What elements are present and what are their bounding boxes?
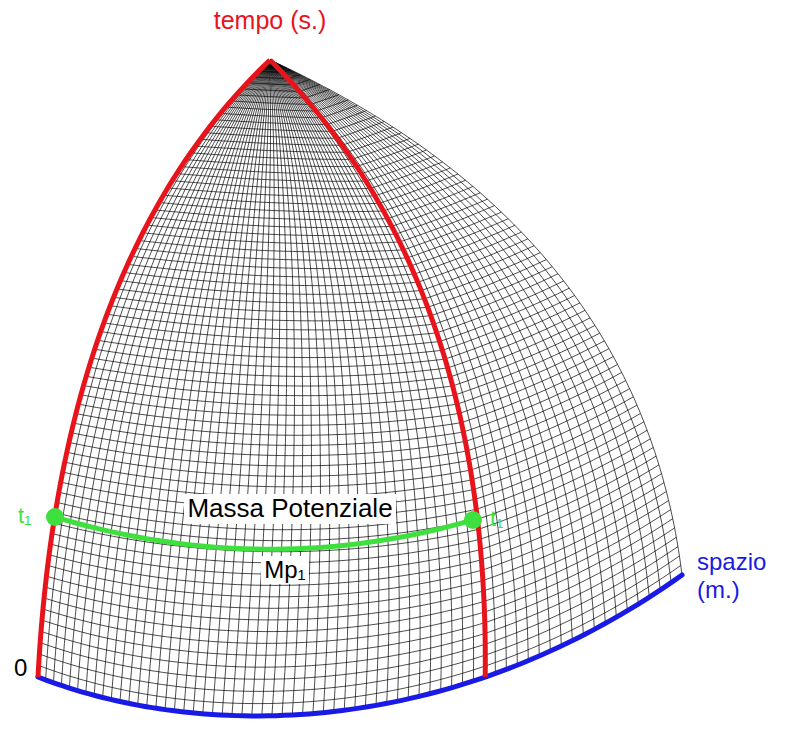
parallel-line bbox=[78, 349, 608, 426]
meridian-line bbox=[262, 60, 280, 716]
mesh-grid bbox=[38, 60, 682, 716]
parallel-line bbox=[39, 556, 679, 691]
parallel-line bbox=[231, 95, 339, 105]
space-axis bbox=[38, 575, 682, 716]
parallel-line bbox=[63, 405, 637, 497]
time-axis bbox=[38, 60, 270, 677]
time-label: t₁ bbox=[18, 503, 32, 528]
parallel-line bbox=[172, 162, 442, 189]
meridian-line bbox=[270, 60, 410, 699]
symbol-label: Mp₁ bbox=[261, 556, 308, 584]
parallel-line bbox=[226, 100, 349, 111]
parallel-line bbox=[163, 174, 457, 204]
parallel-line bbox=[55, 439, 650, 541]
parallel-line bbox=[41, 537, 676, 667]
meridian-line bbox=[270, 60, 399, 701]
parallel-line bbox=[110, 267, 552, 321]
meridian-line bbox=[270, 60, 349, 710]
parallel-line bbox=[44, 510, 671, 632]
parallel-line bbox=[159, 180, 465, 212]
parallel-line bbox=[107, 274, 558, 330]
meridian-line bbox=[203, 60, 270, 714]
time-axis bbox=[270, 60, 485, 677]
parallel-line bbox=[210, 116, 375, 131]
parallel-line bbox=[247, 79, 310, 85]
meridian-line bbox=[212, 60, 270, 714]
meridian-line bbox=[270, 60, 379, 705]
parallel-line bbox=[65, 397, 634, 487]
parallel-line bbox=[200, 127, 393, 145]
parallel-line bbox=[46, 491, 666, 608]
parallel-line bbox=[236, 90, 329, 98]
meridian-line bbox=[270, 60, 463, 684]
parallel-line bbox=[135, 219, 508, 261]
quantity-label: Massa Potenziale bbox=[184, 494, 395, 524]
parallel-line bbox=[215, 111, 366, 125]
parallel-line bbox=[128, 232, 522, 277]
parallel-line bbox=[186, 144, 418, 166]
parallel-line bbox=[114, 260, 547, 312]
axis-title: spazio (m.) bbox=[697, 548, 777, 603]
parallel-line bbox=[51, 465, 659, 574]
parallel-line bbox=[117, 253, 540, 303]
parallel-line bbox=[48, 483, 664, 597]
parallel-line bbox=[177, 156, 435, 181]
meridian-line bbox=[222, 60, 270, 715]
axis-title: tempo (s.) bbox=[214, 6, 327, 35]
parallel-line bbox=[151, 193, 480, 228]
parallel-line bbox=[81, 341, 604, 415]
parallel-line bbox=[40, 547, 678, 680]
parallel-line bbox=[242, 84, 320, 91]
parallel-line bbox=[131, 225, 515, 268]
parallel-line bbox=[253, 74, 300, 78]
parallel-line bbox=[98, 296, 575, 358]
meridian-line bbox=[270, 60, 616, 617]
parallel-line bbox=[120, 246, 534, 295]
parallel-line bbox=[147, 199, 488, 235]
parallel-line bbox=[195, 133, 401, 153]
parallel-line bbox=[191, 138, 410, 159]
parallel-line bbox=[38, 575, 682, 716]
parallel-line bbox=[71, 372, 621, 455]
parallel-line bbox=[57, 430, 647, 529]
parallel-line bbox=[92, 310, 585, 376]
parallel-line bbox=[139, 212, 501, 252]
origin-label: 0 bbox=[14, 654, 27, 682]
meridian-line bbox=[270, 60, 528, 661]
meridian-line bbox=[252, 60, 274, 716]
meridian-line bbox=[270, 60, 359, 709]
parallel-line bbox=[86, 325, 595, 395]
parallel-line bbox=[84, 333, 600, 405]
parallel-line bbox=[67, 389, 630, 477]
time-label: t₁ bbox=[490, 506, 504, 531]
meridian-line bbox=[184, 60, 270, 712]
parallel-line bbox=[76, 357, 613, 436]
meridian-line bbox=[242, 60, 271, 716]
parallel-line bbox=[95, 303, 580, 367]
time-point bbox=[46, 508, 64, 526]
time-point bbox=[464, 511, 482, 529]
meridian-line bbox=[61, 60, 270, 685]
parallel-line bbox=[205, 122, 384, 139]
parallel-line bbox=[124, 239, 528, 286]
parallel-line bbox=[74, 364, 618, 445]
meridian-line bbox=[270, 60, 420, 696]
meridian-line bbox=[232, 60, 270, 715]
parallel-line bbox=[89, 318, 590, 386]
parallel-line bbox=[49, 474, 661, 586]
axis-lines bbox=[38, 60, 682, 716]
parallel-line bbox=[143, 206, 495, 244]
meridian-line bbox=[270, 60, 389, 703]
parallel-line bbox=[104, 281, 564, 339]
parallel-line bbox=[168, 168, 450, 196]
parallel-line bbox=[220, 105, 357, 118]
parallel-line bbox=[181, 150, 426, 174]
parallel-line bbox=[54, 447, 654, 551]
